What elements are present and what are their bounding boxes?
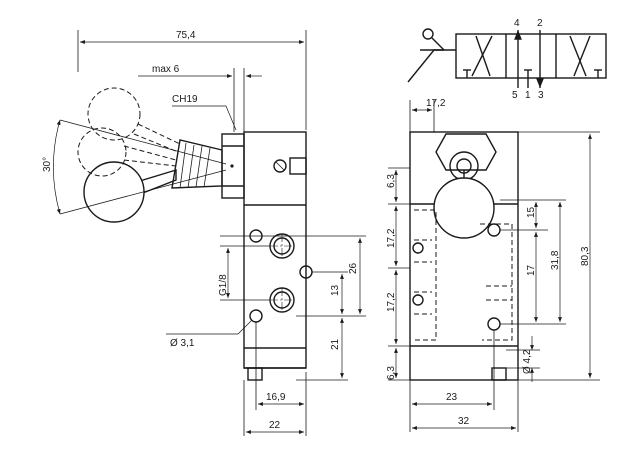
- dim-17-2-b: 17,2: [386, 292, 397, 312]
- dim-6-3-bottom: 6,3: [386, 366, 397, 380]
- dim-6-3-top: 6,3: [386, 174, 397, 188]
- dim-17-2-a: 17,2: [386, 228, 397, 248]
- lever-ball-ghost-up: [87, 87, 141, 141]
- dim-17: 17: [526, 264, 537, 276]
- port-3-label: 3: [538, 90, 544, 101]
- dim-21: 21: [330, 338, 341, 350]
- thread-line: [203, 147, 211, 188]
- hidden-channel: [480, 223, 513, 341]
- port-2-label: 2: [537, 18, 543, 29]
- mount-foot: [247, 367, 263, 381]
- thread-line: [179, 142, 187, 189]
- wrench-size-label: CH19: [172, 94, 198, 105]
- side-view: 75,4 max 6 CH19: [42, 30, 366, 436]
- hole-diameter-label: Ø 3,1: [170, 338, 195, 349]
- lever-ball-ghost-mid: [77, 127, 127, 177]
- dim-32: 32: [458, 416, 470, 427]
- front-view: 17,2 6,3 17,2 17,2 6,3: [386, 98, 600, 432]
- thread-line: [195, 145, 203, 188]
- angle-ref-line: [59, 119, 227, 165]
- hidden-channel: [414, 209, 437, 341]
- port-5-label: 5: [512, 90, 518, 101]
- symbol-body: [455, 33, 607, 79]
- dim-16-9: 16,9: [266, 392, 286, 403]
- angle-arc: [53, 119, 61, 215]
- leader-hole: [166, 319, 253, 335]
- dim-26: 26: [348, 262, 359, 274]
- dim-max-label: max 6: [152, 64, 180, 75]
- dim-17-2-top: 17,2: [426, 98, 446, 109]
- lever-stem: [171, 139, 223, 189]
- screw-slot: [275, 161, 285, 171]
- ghost-arm: [123, 159, 177, 167]
- dim-15: 15: [526, 206, 537, 218]
- actuator-knob-icon: [422, 28, 434, 40]
- ghost-arm: [137, 123, 181, 145]
- mount-hole-icon: [487, 317, 501, 331]
- port-4-label: 4: [514, 18, 520, 29]
- leader-ch19: [172, 105, 237, 131]
- thread-line: [187, 144, 195, 189]
- port-hole-icon: [412, 294, 424, 306]
- dim-23: 23: [446, 392, 458, 403]
- port-1-label: 1: [525, 90, 531, 101]
- port-thread-label: G1/8: [218, 274, 229, 296]
- front-body: [409, 131, 519, 381]
- screw-icon: [273, 159, 287, 173]
- ghost-arm: [123, 145, 177, 161]
- actuator-link: [431, 37, 445, 51]
- dim-4-2: Ø 4,2: [522, 349, 533, 374]
- lever-ball: [83, 161, 145, 223]
- flow-line: [471, 35, 493, 77]
- hex-center-dot: [230, 164, 234, 168]
- flow-line: [475, 35, 491, 77]
- angle-ref-line: [59, 169, 227, 215]
- dim-80-3: 80,3: [580, 246, 591, 266]
- pneumatic-symbol: 4 2 5 1 3: [407, 18, 607, 101]
- hidden-channel: [486, 285, 512, 301]
- mount-hole-icon: [487, 223, 501, 237]
- actuator-lever: [407, 49, 456, 83]
- mount-foot: [491, 367, 507, 381]
- side-boss: [289, 157, 307, 175]
- dim-13: 13: [330, 284, 341, 296]
- port-hole-icon: [412, 242, 424, 254]
- angle-label: 30°: [42, 157, 53, 172]
- hex-head: [435, 133, 497, 171]
- flow-line: [573, 35, 591, 77]
- dim-22: 22: [269, 420, 281, 431]
- lever-ball-front: [433, 177, 495, 239]
- dim-overall-width: 75,4: [176, 30, 196, 41]
- flow-line: [569, 35, 587, 77]
- dim-31-8: 31,8: [550, 250, 561, 270]
- hidden-channel: [414, 239, 432, 315]
